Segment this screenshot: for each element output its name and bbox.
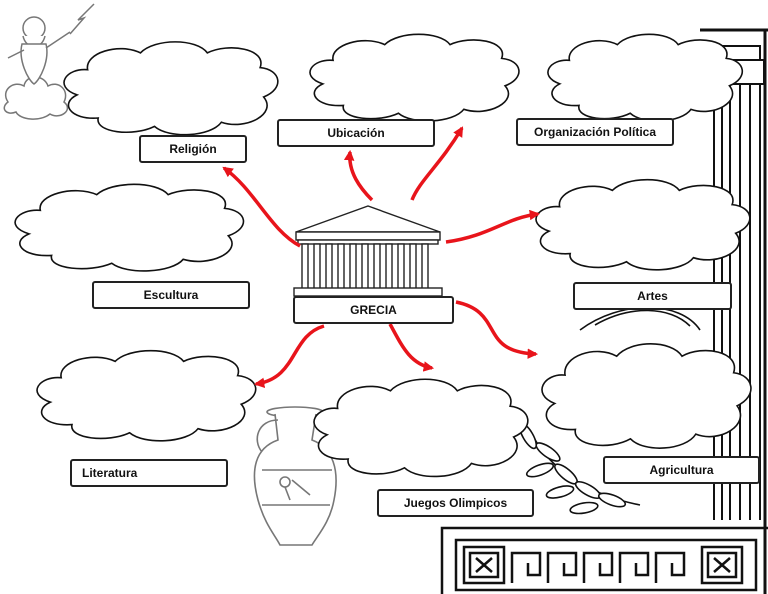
cloud-artes [536, 180, 750, 270]
label-escultura: Escultura [92, 281, 250, 309]
cloud-literatura [37, 351, 256, 441]
temple-icon [293, 205, 443, 297]
arrow-ubicacion [343, 149, 374, 202]
arrow-artes [445, 209, 541, 244]
zeus-icon [3, 3, 95, 120]
center-label: GRECIA [293, 296, 454, 324]
arrow-organizacion [410, 126, 464, 201]
label-religion: Religión [139, 135, 247, 163]
arrow-literatura [253, 324, 325, 389]
arrows [222, 126, 541, 389]
arrow-agricultura [455, 300, 539, 359]
label-organizacion: Organización Política [516, 118, 674, 146]
label-artes: Artes [573, 282, 732, 310]
label-agricultura: Agricultura [603, 456, 760, 484]
cloud-agricultura [542, 344, 751, 448]
arrow-religion [222, 166, 301, 248]
cloud-religion [64, 42, 278, 135]
arrow-juegos [388, 323, 435, 372]
label-juegos: Juegos Olimpicos [377, 489, 534, 517]
cloud-escultura [15, 184, 243, 271]
cloud-ubicacion [310, 34, 519, 121]
cloud-organizacion [548, 34, 742, 121]
label-ubicacion: Ubicación [277, 119, 435, 147]
column-icon [700, 28, 768, 594]
greek-key-border-icon [440, 526, 768, 594]
label-literatura: Literatura [70, 459, 228, 487]
cloud-juegos [314, 379, 528, 476]
